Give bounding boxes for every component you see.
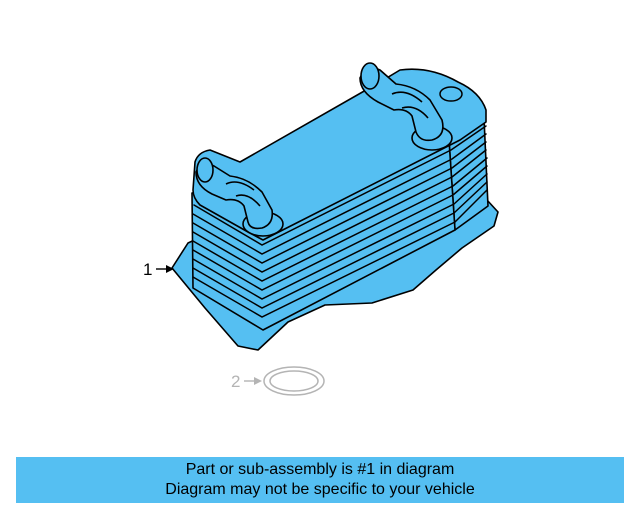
gasket-outer: [263, 366, 325, 396]
banner-line-1: Part or sub-assembly is #1 in diagram: [185, 461, 455, 478]
parts-diagram: 1 2: [143, 62, 499, 396]
part-2-gasket[interactable]: [263, 366, 325, 396]
mounting-hole: [439, 86, 463, 102]
info-banner: Part or sub-assembly is #1 in diagram Di…: [16, 457, 624, 503]
callout-2-arrowhead: [254, 377, 262, 385]
callout-1[interactable]: 1: [143, 260, 174, 279]
cooling-plates: [192, 125, 488, 318]
port-fitting-left: [195, 157, 284, 237]
callout-1-arrowhead: [166, 265, 174, 273]
part-1-oil-cooler[interactable]: [171, 68, 499, 351]
callout-2-number: 2: [231, 372, 240, 391]
port-fitting-right: [359, 62, 453, 151]
callout-2[interactable]: 2: [231, 372, 262, 391]
callout-1-number: 1: [143, 260, 152, 279]
banner-line-2: Diagram may not be specific to your vehi…: [165, 481, 475, 498]
gasket-inner: [269, 370, 319, 392]
